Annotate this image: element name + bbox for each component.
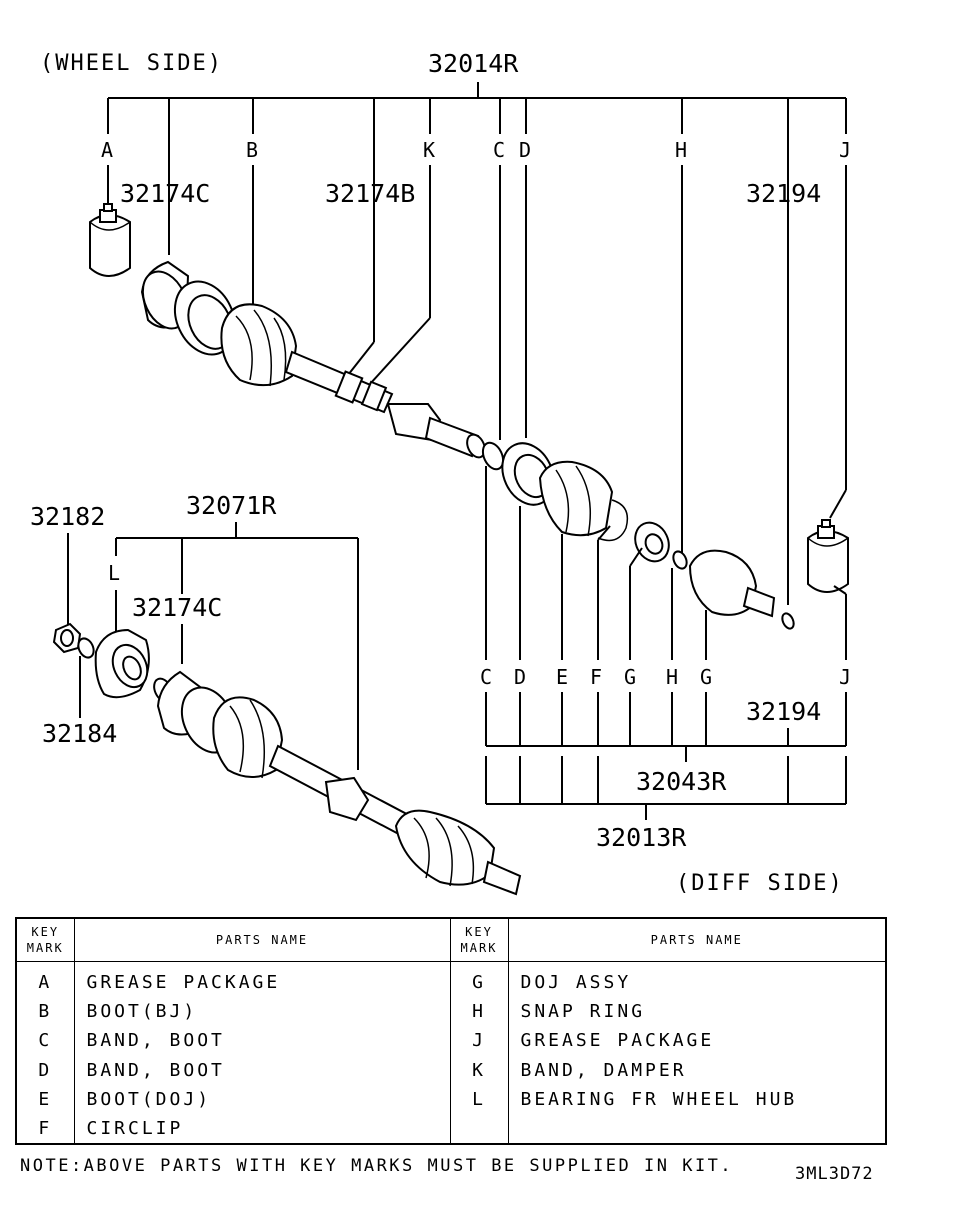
key-mark-K: K (423, 138, 435, 162)
key-mark-cell: C (15, 1026, 75, 1056)
key-mark-cell: G (449, 961, 509, 998)
parts-name-cell: BOOT(BJ) (74, 997, 451, 1027)
lower-shaft-drawing (52, 622, 522, 896)
parts-name-cell: BEARING FR WHEEL HUB (508, 1084, 887, 1114)
grease-package-A-drawing (89, 203, 131, 277)
parts-name-cell: GREASE PACKAGE (508, 1026, 887, 1056)
bracket-32014R (107, 82, 847, 605)
key-mark-D-top: D (519, 138, 531, 162)
key-mark-cell: J (449, 1026, 509, 1056)
drive-shaft-exploded-diagram: (WHEEL SIDE) (DIFF SIDE) 32014R A B K C … (30, 49, 851, 896)
table-row: A GREASE PACKAGE G DOJ ASSY (15, 961, 887, 998)
diff-side-label: (DIFF SIDE) (676, 871, 844, 896)
part-no-32184: 32184 (42, 719, 117, 748)
parts-name-cell: BAND, DAMPER (508, 1055, 887, 1085)
key-mark-cell: K (449, 1055, 509, 1085)
parts-name-cell (508, 1113, 887, 1144)
key-mark-L: L (108, 561, 120, 585)
key-mark-F: F (590, 665, 602, 689)
bracket-32071R (67, 522, 359, 770)
key-mark-H-bottom: H (666, 665, 678, 689)
key-mark-cell: B (15, 997, 75, 1027)
key-mark-J-bottom: J (839, 665, 851, 689)
parts-name-cell: DOJ ASSY (508, 961, 887, 998)
parts-name-cell: BAND, BOOT (74, 1026, 451, 1056)
part-no-32174C-top: 32174C (120, 179, 210, 208)
header-parts-name-right: PARTS NAME (507, 917, 887, 962)
kit-note: NOTE:ABOVE PARTS WITH KEY MARKS MUST BE … (20, 1156, 734, 1176)
bracket-32043R (485, 692, 847, 762)
table-row: C BAND, BOOT J GREASE PACKAGE (15, 1026, 887, 1056)
key-mark-cell: F (15, 1113, 75, 1144)
part-no-32071R: 32071R (186, 491, 277, 520)
part-no-32174B: 32174B (325, 179, 415, 208)
parts-name-cell: SNAP RING (508, 997, 887, 1027)
key-mark-cell (449, 1113, 509, 1144)
part-no-32194-top: 32194 (746, 179, 821, 208)
parts-name-cell: CIRCLIP (74, 1113, 451, 1144)
parts-name-cell: BOOT(DOJ) (74, 1084, 451, 1114)
key-mark-C-top: C (493, 138, 505, 162)
upper-shaft-drawing (140, 260, 795, 630)
key-mark-D-bottom: D (514, 665, 526, 689)
key-mark-cell: H (449, 997, 509, 1027)
part-no-32194-lower: 32194 (746, 697, 821, 726)
key-mark-cell: E (15, 1084, 75, 1114)
key-mark-cell: L (449, 1084, 509, 1114)
table-row: B BOOT(BJ) H SNAP RING (15, 997, 887, 1027)
key-mark-C-bottom: C (480, 665, 492, 689)
key-mark-cell: A (15, 961, 75, 998)
wheel-side-label: (WHEEL SIDE) (40, 51, 223, 76)
part-no-32014R: 32014R (428, 49, 519, 78)
header-parts-name-left: PARTS NAME (73, 917, 451, 962)
part-no-32013R: 32013R (596, 823, 687, 852)
part-no-32043R: 32043R (636, 767, 727, 796)
top-leader-lines (107, 165, 847, 553)
key-mark-J-top: J (839, 138, 851, 162)
table-row: E BOOT(DOJ) L BEARING FR WHEEL HUB (15, 1084, 887, 1114)
parts-name-cell: BAND, BOOT (74, 1055, 451, 1085)
part-no-32182: 32182 (30, 502, 105, 531)
key-mark-G-2: G (700, 665, 712, 689)
key-mark-A: A (101, 138, 113, 162)
table-row: F CIRCLIP (15, 1113, 887, 1144)
key-mark-E: E (556, 665, 568, 689)
drawing-code: 3ML3D72 (795, 1164, 874, 1184)
bracket-32013R (485, 756, 847, 820)
parts-name-cell: GREASE PACKAGE (74, 961, 451, 998)
lower-leader-lines (485, 466, 847, 660)
grease-package-J-drawing (807, 519, 849, 593)
part-no-32174C-lower: 32174C (132, 593, 222, 622)
key-mark-B-top: B (246, 138, 258, 162)
key-mark-H-top: H (675, 138, 687, 162)
key-mark-cell: D (15, 1055, 75, 1085)
key-mark-G-1: G (624, 665, 636, 689)
table-row: D BAND, BOOT K BAND, DAMPER (15, 1055, 887, 1085)
